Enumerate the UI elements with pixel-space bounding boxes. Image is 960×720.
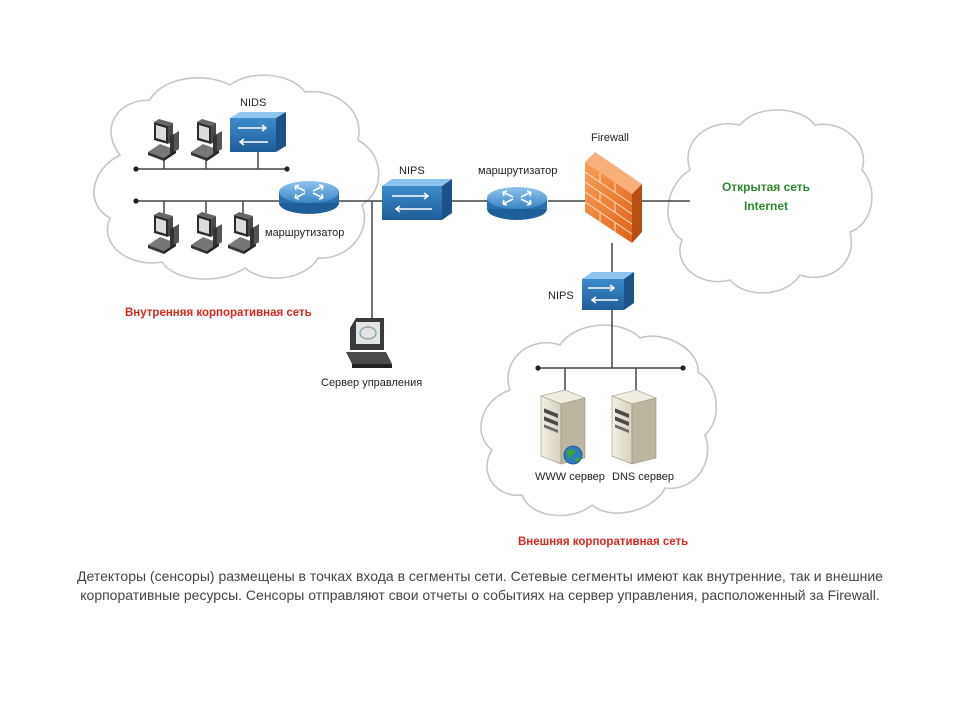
middle-router-icon bbox=[486, 186, 548, 221]
dns-server-label: DNS сервер bbox=[612, 471, 674, 483]
internet-cloud bbox=[667, 109, 873, 294]
inner-network-label: Внутренняя корпоративная сеть bbox=[125, 307, 312, 319]
dns-server-icon bbox=[611, 389, 657, 465]
connection-lines bbox=[136, 152, 690, 390]
middle-router-label: маршрутизатор bbox=[478, 165, 557, 177]
network-diagram: NIDS маршрутизатор NIPS маршрутизатор Fi… bbox=[93, 74, 873, 548]
www-server-label: WWW сервер bbox=[535, 471, 605, 483]
inner-router-icon bbox=[278, 180, 340, 215]
internet-label-line1: Открытая сеть bbox=[722, 180, 810, 194]
internet-label-line2: Internet bbox=[744, 199, 788, 213]
firewall-icon bbox=[584, 152, 642, 243]
management-server-label: Сервер управления bbox=[321, 377, 422, 389]
outer-network-label: Внешняя корпоративная сеть bbox=[518, 536, 688, 548]
nids-label: NIDS bbox=[240, 97, 266, 109]
nips-dmz-sensor-icon bbox=[582, 272, 634, 310]
nids-sensor-icon bbox=[230, 112, 286, 152]
globe-icon bbox=[563, 445, 583, 465]
outer-network-cloud bbox=[480, 324, 718, 517]
management-server-icon bbox=[346, 318, 392, 368]
nips-sensor-icon bbox=[382, 179, 452, 220]
nips-dmz-label: NIPS bbox=[548, 290, 574, 302]
line-endpoints bbox=[133, 166, 686, 371]
diagram-caption: Детекторы (сенсоры) размещены в точках в… bbox=[77, 568, 883, 603]
inner-router-label: маршрутизатор bbox=[265, 227, 344, 239]
firewall-label: Firewall bbox=[591, 132, 629, 144]
nips-top-label: NIPS bbox=[399, 165, 425, 177]
